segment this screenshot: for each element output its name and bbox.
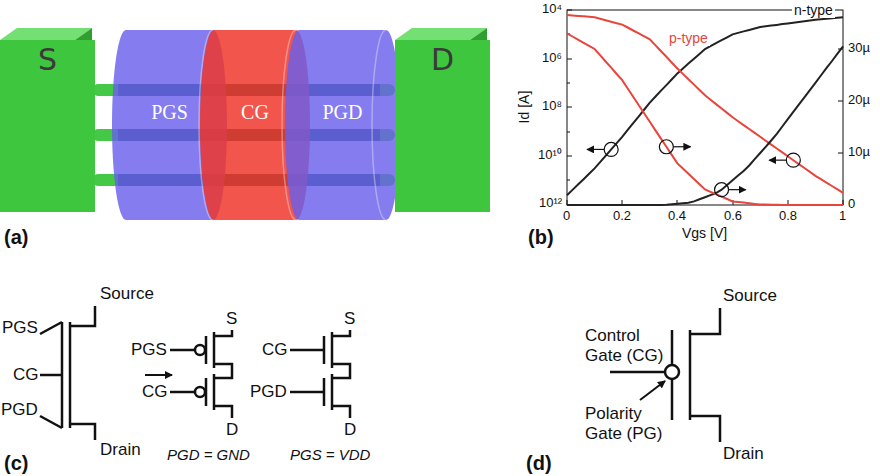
cylinder-body: [285, 30, 400, 220]
axis-title: Vgs [V]: [682, 225, 727, 241]
data-curve: [567, 15, 843, 193]
axis-tick-label: 0.6: [724, 209, 742, 224]
series-n-transistors: [290, 330, 350, 418]
panel-letter: (b): [528, 226, 554, 249]
panel-letter: (a): [4, 226, 28, 249]
axis-pointer: [769, 160, 786, 161]
cylinder-end: [372, 30, 386, 220]
axis-tick-label: 0: [848, 197, 855, 212]
panel-letter: (c): [4, 452, 28, 475]
signal-label: Drain: [723, 444, 764, 464]
signal-label: CG: [13, 365, 39, 385]
axis-tick-label: 30µ: [848, 41, 870, 56]
multi-gate-transistor-symbol: [40, 306, 95, 440]
signal-label: PGS: [131, 340, 167, 360]
axis-marker: [604, 142, 618, 156]
axis-tick-label: 10¹⁰: [538, 148, 562, 163]
data-curve: [567, 33, 843, 205]
axis-tick-label: 10⁸: [542, 99, 562, 114]
axis-title: n-type: [792, 2, 835, 18]
signal-label: PGS: [2, 318, 38, 338]
signal-label: D: [226, 420, 238, 440]
axis-tick-label: 0.4: [668, 209, 686, 224]
data-curve: [567, 46, 843, 205]
axis-pointer: [673, 146, 690, 147]
axis-tick-label: 10¹²: [539, 196, 562, 211]
gate-label: CG: [200, 100, 310, 124]
signal-label: Control Gate (CG): [585, 326, 677, 365]
axis-tick-label: 10⁴: [542, 2, 562, 17]
signal-label: Drain: [100, 440, 141, 460]
signal-label: Source: [723, 286, 777, 306]
data-curve: [567, 17, 843, 195]
axis-pointer: [587, 149, 604, 150]
signal-label: CG: [142, 382, 168, 402]
contact-block: S: [0, 40, 95, 212]
gate-cylinder: PGD: [285, 30, 400, 220]
axis-tick-label: 0.2: [613, 209, 631, 224]
chart: [567, 10, 843, 205]
axis-tick-label: 1: [839, 209, 846, 224]
gate-label: PGS: [112, 100, 227, 124]
signal-label: S: [344, 309, 355, 329]
signal-label: CG: [262, 340, 288, 360]
panel-letter: (d): [526, 452, 552, 475]
axis-pointer: [729, 189, 746, 190]
axis-title: Id [A]: [516, 91, 532, 124]
gate-label: PGD: [285, 100, 400, 124]
signal-label: PGD: [1, 400, 38, 420]
terminal-label: S: [0, 42, 95, 78]
axis-marker: [659, 140, 673, 154]
signal-label: Polarity Gate (PG): [585, 404, 677, 443]
equivalence-arrow: [145, 375, 172, 376]
axis-tick-label: 0.8: [779, 209, 797, 224]
axis-tick-label: 20µ: [848, 93, 870, 108]
axis-marker: [715, 183, 729, 197]
axis-tick-label: 10⁶: [542, 51, 562, 66]
axis-marker: [786, 153, 800, 167]
signal-label: Source: [100, 284, 154, 304]
signal-label: PGS = VDD: [290, 446, 370, 463]
signal-label: PGD: [250, 382, 287, 402]
axis-title: p-type: [667, 30, 710, 46]
axis-tick-label: 10µ: [848, 145, 870, 160]
series-p-transistors: [170, 330, 232, 418]
signal-label: PGD = GND: [167, 446, 250, 463]
cylinder-outline: [285, 30, 400, 220]
terminal-label: D: [395, 42, 490, 78]
signal-label: S: [226, 309, 237, 329]
signal-label: D: [344, 420, 356, 440]
axis-tick-label: 0: [563, 209, 570, 224]
contact-block: D: [395, 40, 490, 212]
